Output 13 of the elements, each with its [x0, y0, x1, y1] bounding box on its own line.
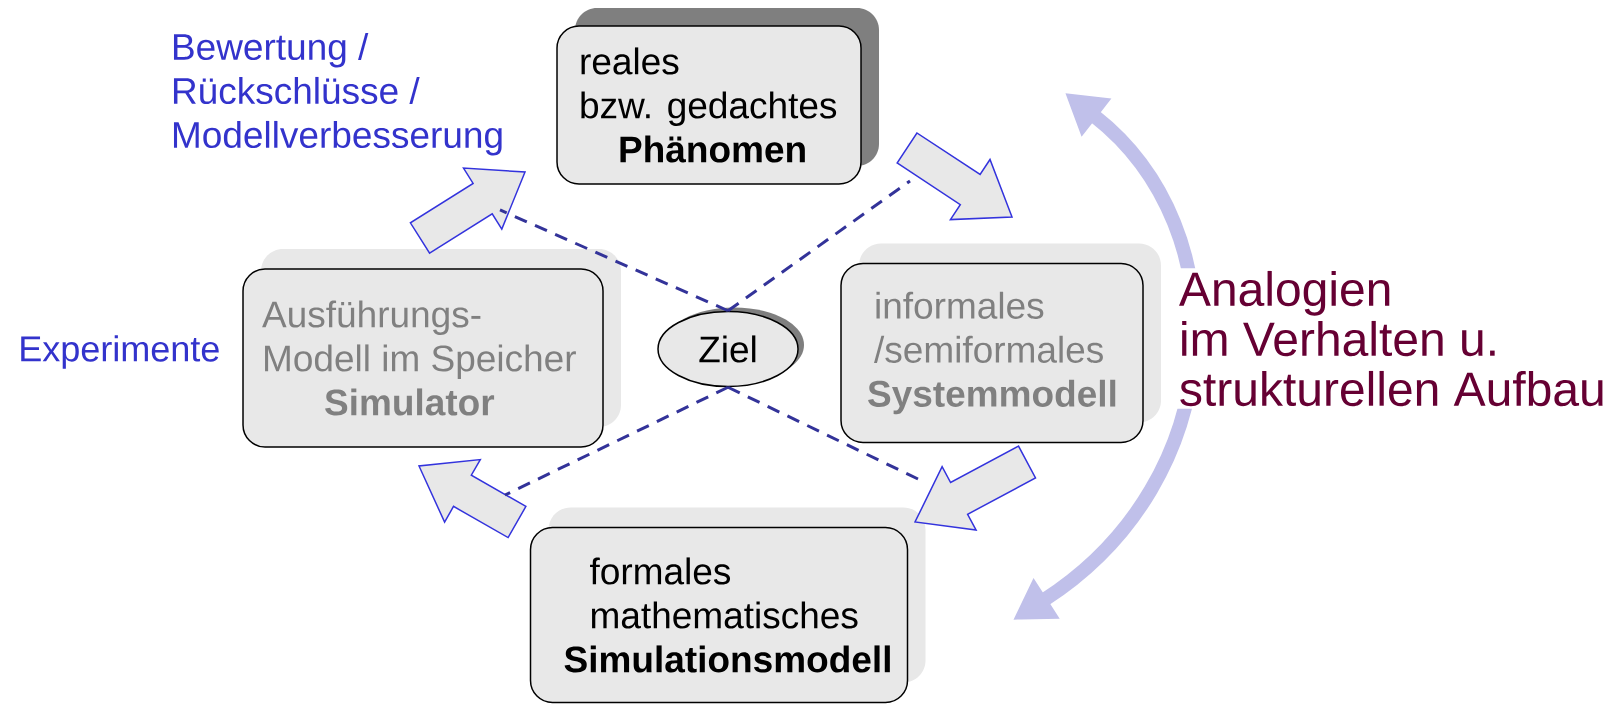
dashed-line — [499, 208, 729, 313]
process-box: Ausführungs- Modell im Speicher Simulator — [242, 249, 621, 448]
block-arrow — [417, 458, 527, 539]
dashed-line — [727, 385, 921, 482]
block-arrow — [913, 445, 1037, 532]
side-label: Analogien im Verhalten u. strukturellen Aufbau — [1176, 268, 1622, 409]
process-box: reales bzw. gedachtes Phänomen — [556, 8, 879, 185]
dashed-line — [727, 179, 911, 312]
side-label: Experimente — [21, 335, 219, 369]
process-box: formales mathematisches Simulationsmodell — [529, 507, 926, 704]
dashed-line — [504, 385, 729, 497]
process-box: informales /semiformales Systemmodell — [840, 243, 1161, 444]
edge-label: Bewertung / Rückschlüsse / Modellverbesserung — [174, 32, 502, 156]
